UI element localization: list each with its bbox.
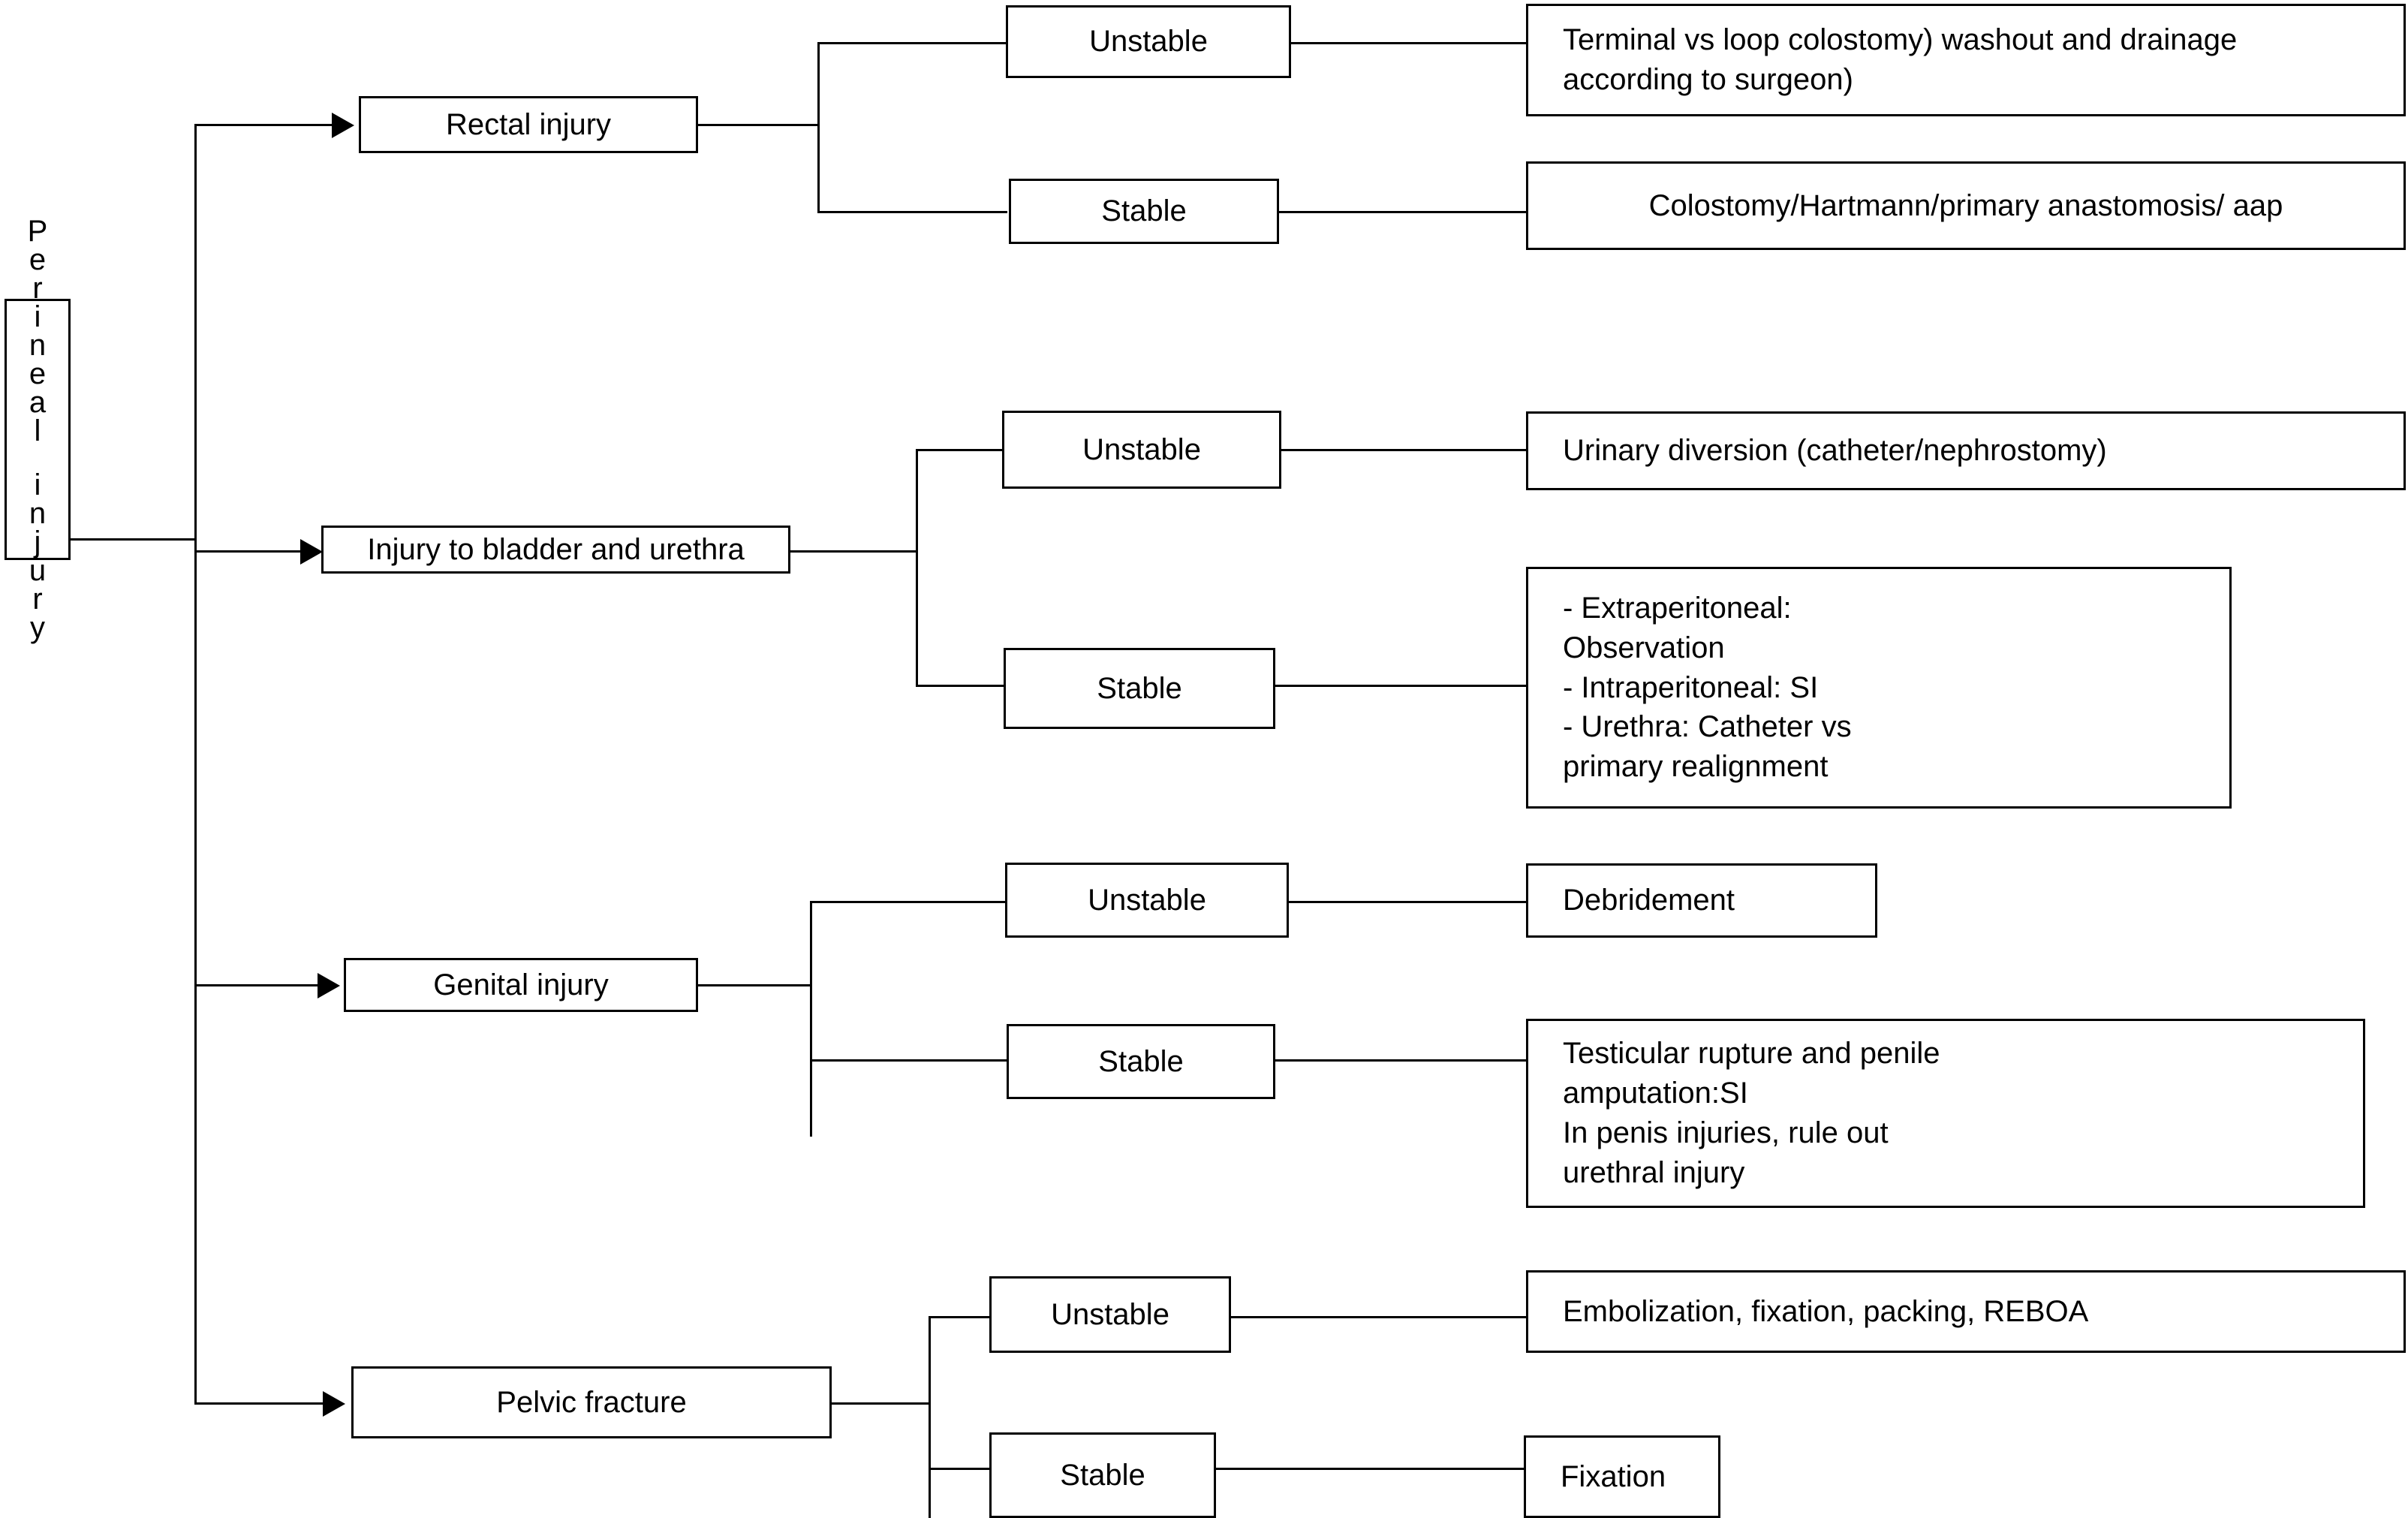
arrowhead-pelvic bbox=[323, 1391, 345, 1417]
root-letter: i bbox=[34, 300, 41, 333]
connector-trunk-to-bladder bbox=[194, 550, 307, 553]
connector-genital-stable-out bbox=[1275, 1059, 1528, 1062]
connector-root-stem bbox=[69, 538, 197, 541]
node-genital-stable[interactable]: Stable bbox=[1007, 1024, 1275, 1099]
connector-rectal-split bbox=[817, 42, 820, 213]
root-letter: l bbox=[34, 414, 41, 447]
node-label: Unstable bbox=[1051, 1297, 1169, 1331]
node-pelvic-stable[interactable]: Stable bbox=[989, 1432, 1216, 1518]
connector-bladder-unstable-out bbox=[1281, 449, 1528, 451]
root-letter: j bbox=[34, 526, 41, 559]
connector-rectal-out bbox=[698, 124, 820, 126]
node-label: Rectal injury bbox=[445, 107, 612, 141]
node-injury-bladder-urethra[interactable]: Injury to bladder and urethra bbox=[321, 526, 790, 574]
outcome-pelvic-stable[interactable]: Fixation bbox=[1524, 1435, 1720, 1518]
root-letter: e bbox=[29, 357, 47, 390]
node-perineal-injury[interactable]: P e r i n e a l i n j u r y bbox=[5, 216, 71, 643]
outcome-text: Colostomy/Hartmann/primary anastomosis/ … bbox=[1648, 188, 2283, 222]
node-rectal-stable[interactable]: Stable bbox=[1009, 179, 1279, 244]
connector-bladder-stable-out bbox=[1275, 685, 1528, 687]
connector-genital-unstable-out bbox=[1289, 901, 1528, 903]
connector-bladder-split bbox=[916, 449, 918, 687]
node-bladder-unstable[interactable]: Unstable bbox=[1002, 411, 1281, 489]
root-letter: n bbox=[29, 497, 47, 530]
connector-rectal-to-unstable bbox=[817, 42, 1007, 44]
connector-pelvic-out bbox=[832, 1402, 931, 1405]
node-label: Unstable bbox=[1088, 883, 1206, 917]
root-letter: i bbox=[34, 468, 41, 501]
outcome-text: Debridement bbox=[1563, 884, 1735, 917]
connector-pelvic-to-unstable bbox=[929, 1316, 992, 1318]
connector-pelvic-split bbox=[929, 1316, 931, 1518]
outcome-text: - Extraperitoneal: Observation - Intrape… bbox=[1563, 592, 1852, 784]
root-vertical-label: P e r i n e a l i n j u r y bbox=[27, 215, 48, 644]
outcome-genital-stable[interactable]: Testicular rupture and penile amputation… bbox=[1526, 1019, 2365, 1208]
connector-rectal-to-stable bbox=[817, 211, 1007, 213]
connector-rectal-stable-out bbox=[1279, 211, 1528, 213]
root-letter: e bbox=[29, 243, 47, 276]
connector-bladder-out bbox=[790, 550, 918, 553]
connector-pelvic-to-stable bbox=[929, 1468, 992, 1470]
connector-pelvic-unstable-out bbox=[1231, 1316, 1528, 1318]
node-label: Genital injury bbox=[433, 968, 609, 1001]
node-label: Pelvic fracture bbox=[496, 1385, 687, 1419]
node-label: Injury to bladder and urethra bbox=[367, 532, 745, 566]
arrowhead-bladder bbox=[300, 539, 323, 565]
node-rectal-injury[interactable]: Rectal injury bbox=[359, 96, 698, 153]
connector-genital-split bbox=[810, 901, 812, 1137]
outcome-rectal-stable[interactable]: Colostomy/Hartmann/primary anastomosis/ … bbox=[1526, 161, 2406, 250]
root-letter: y bbox=[30, 611, 45, 644]
root-letter: u bbox=[29, 554, 47, 587]
node-pelvic-fracture[interactable]: Pelvic fracture bbox=[351, 1366, 832, 1438]
connector-main-trunk bbox=[194, 124, 197, 1405]
outcome-text: Terminal vs loop colostomy) washout and … bbox=[1563, 23, 2238, 96]
node-genital-injury[interactable]: Genital injury bbox=[344, 958, 698, 1012]
node-pelvic-unstable[interactable]: Unstable bbox=[989, 1276, 1231, 1353]
outcome-text: Embolization, fixation, packing, REBOA bbox=[1563, 1294, 2089, 1328]
connector-bladder-to-stable bbox=[916, 685, 1006, 687]
node-bladder-stable[interactable]: Stable bbox=[1004, 648, 1275, 729]
node-rectal-unstable[interactable]: Unstable bbox=[1006, 5, 1291, 78]
outcome-pelvic-unstable[interactable]: Embolization, fixation, packing, REBOA bbox=[1526, 1270, 2406, 1353]
outcome-rectal-unstable[interactable]: Terminal vs loop colostomy) washout and … bbox=[1526, 4, 2406, 116]
root-letter: r bbox=[32, 583, 43, 616]
node-genital-unstable[interactable]: Unstable bbox=[1005, 863, 1289, 938]
root-letter: n bbox=[29, 329, 47, 362]
node-label: Stable bbox=[1060, 1458, 1145, 1492]
connector-rectal-unstable-out bbox=[1291, 42, 1528, 44]
connector-bladder-to-unstable bbox=[916, 449, 1006, 451]
root-letter: a bbox=[29, 386, 47, 419]
outcome-bladder-unstable[interactable]: Urinary diversion (catheter/nephrostomy) bbox=[1526, 411, 2406, 490]
root-letter: r bbox=[32, 272, 43, 305]
connector-genital-to-unstable bbox=[810, 901, 1007, 903]
connector-genital-to-stable bbox=[810, 1059, 1007, 1062]
connector-trunk-to-genital bbox=[194, 984, 324, 986]
connector-pelvic-stable-out bbox=[1216, 1468, 1525, 1470]
outcome-text: Fixation bbox=[1561, 1459, 1666, 1493]
connector-genital-out bbox=[698, 984, 812, 986]
outcome-text: Urinary diversion (catheter/nephrostomy) bbox=[1563, 434, 2107, 468]
connector-trunk-to-pelvic bbox=[194, 1402, 330, 1405]
root-letter: P bbox=[27, 215, 48, 248]
node-label: Stable bbox=[1097, 671, 1182, 705]
outcome-genital-unstable[interactable]: Debridement bbox=[1526, 863, 1877, 938]
outcome-text: Testicular rupture and penile amputation… bbox=[1563, 1037, 1940, 1189]
node-label: Unstable bbox=[1089, 25, 1208, 59]
connector-trunk-to-rectal bbox=[194, 124, 337, 126]
arrowhead-rectal bbox=[332, 113, 354, 138]
arrowhead-genital bbox=[318, 973, 340, 998]
node-label: Stable bbox=[1098, 1044, 1184, 1078]
node-label: Stable bbox=[1101, 194, 1187, 228]
outcome-bladder-stable[interactable]: - Extraperitoneal: Observation - Intrape… bbox=[1526, 567, 2232, 809]
node-label: Unstable bbox=[1082, 432, 1201, 466]
